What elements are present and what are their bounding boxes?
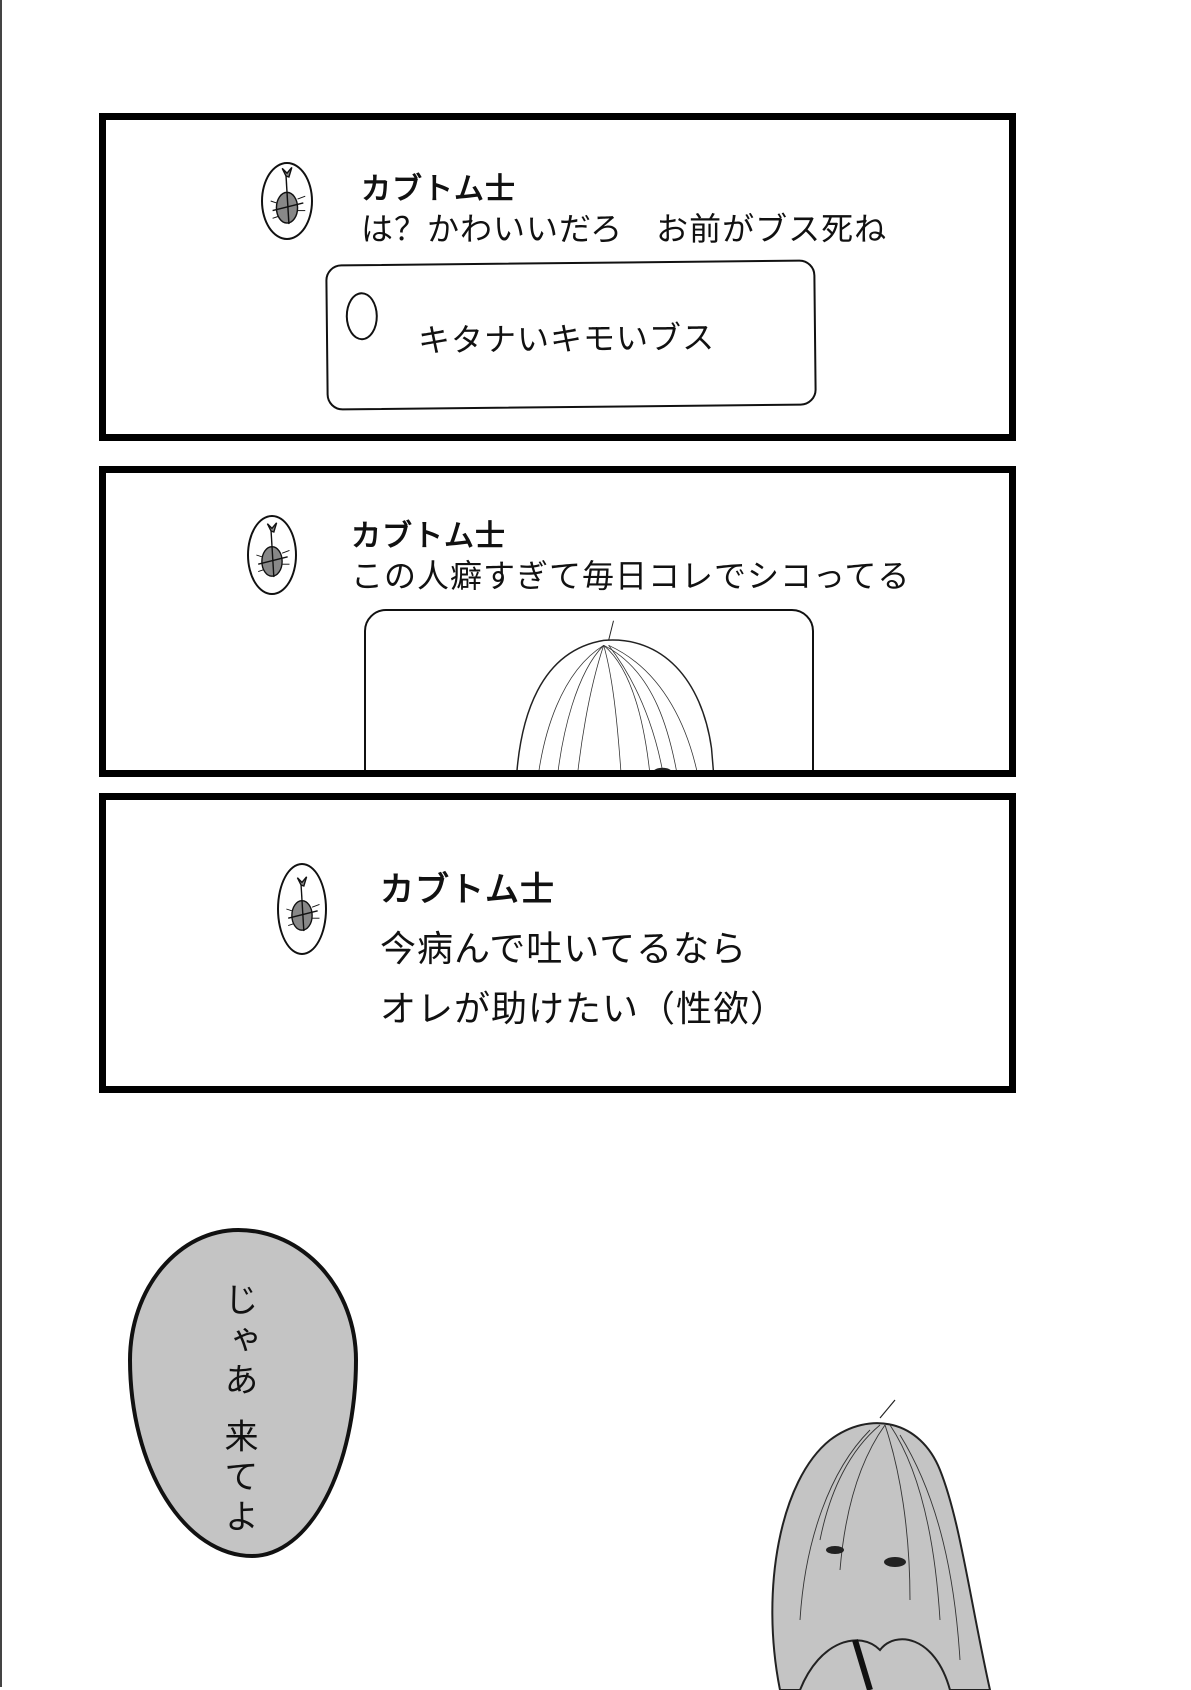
speech-bubble: じゃあ 来てよ bbox=[128, 1228, 358, 1558]
post-message-line-1: 今病んで吐いてるなら bbox=[380, 929, 748, 970]
panel-3: カブトム士 今病んで吐いてるなら オレが助けたい（性欲） bbox=[99, 793, 1016, 1093]
beetle-icon bbox=[247, 515, 297, 595]
quoted-post: キタナいキモいブス bbox=[325, 259, 817, 411]
panel-1: カブトム士 は？かわいいだろ お前がブス死ね キタナいキモいブス bbox=[99, 113, 1016, 441]
page-edge bbox=[0, 0, 2, 1687]
attached-image bbox=[364, 609, 814, 770]
username: カブトム士 bbox=[380, 870, 555, 910]
quoted-message: キタナいキモいブス bbox=[417, 318, 716, 360]
sketch-of-long-haired-character bbox=[516, 620, 715, 770]
post-message: は？かわいいだろ お前がブス死ね bbox=[361, 210, 888, 248]
username: カブトム士 bbox=[351, 519, 506, 554]
post-message: この人癖すぎて毎日コレでシコってる bbox=[351, 557, 911, 595]
beetle-icon bbox=[277, 863, 327, 955]
beetle-icon bbox=[261, 162, 313, 240]
post-message-line-2: オレが助けたい（性欲） bbox=[380, 989, 788, 1030]
panel-2: カブトム士 この人癖すぎて毎日コレでシコってる bbox=[99, 466, 1016, 777]
username: カブトム士 bbox=[361, 172, 516, 207]
long-haired-character-hugging-knees bbox=[771, 1399, 992, 1690]
blank-circle-icon bbox=[345, 292, 379, 341]
speech-bubble-text: じゃあ 来てよ bbox=[218, 1282, 258, 1539]
